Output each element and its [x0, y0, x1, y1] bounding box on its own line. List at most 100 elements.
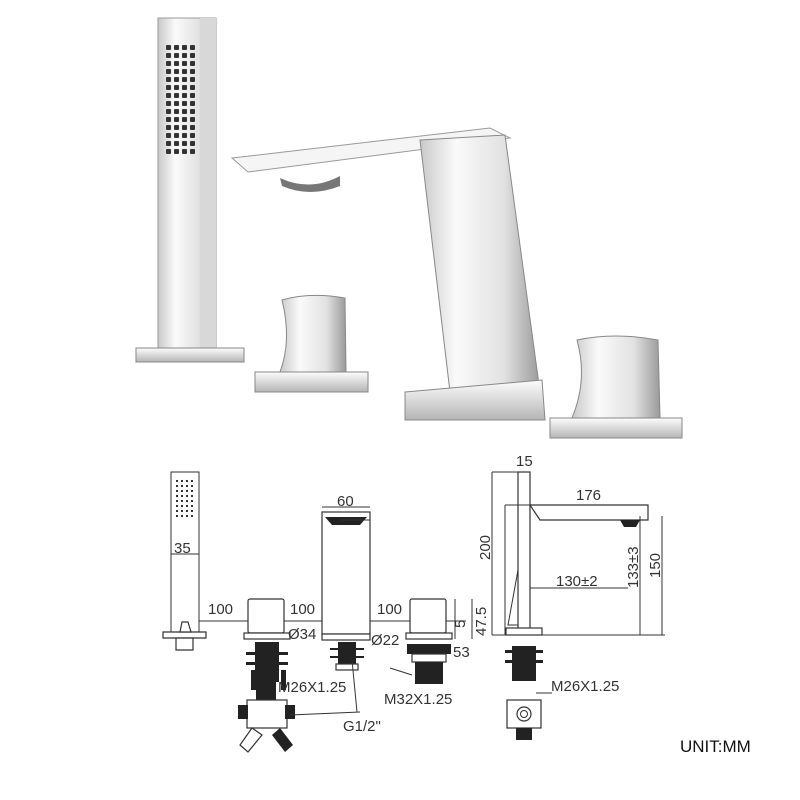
spray-hole	[166, 125, 171, 130]
hand-shower-photo	[135, 17, 245, 363]
spray-hole	[181, 505, 183, 507]
spray-hole	[186, 485, 188, 487]
spray-hole	[174, 77, 179, 82]
dim-inlet: G1/2"	[343, 718, 381, 735]
spray-hole	[191, 495, 193, 497]
spray-hole	[186, 500, 188, 502]
dim-spacing-3: 100	[377, 601, 402, 618]
spray-hole	[176, 480, 178, 482]
spray-hole	[174, 109, 179, 114]
spray-hole	[186, 495, 188, 497]
spray-hole	[174, 61, 179, 66]
spray-hole	[191, 515, 193, 517]
spray-hole	[190, 69, 195, 74]
spray-hole	[182, 45, 187, 50]
spray-hole	[191, 480, 193, 482]
spray-hole	[166, 61, 171, 66]
spray-hole	[174, 53, 179, 58]
dim-side-top: 15	[516, 453, 533, 470]
spray-hole	[191, 490, 193, 492]
spray-hole	[186, 490, 188, 492]
spray-hole	[166, 101, 171, 106]
dim-total-height: 200	[477, 535, 494, 560]
left-handle-photo	[254, 294, 369, 393]
spray-hole	[166, 45, 171, 50]
spray-hole	[190, 45, 195, 50]
dim-thread-spout: M32X1.25	[384, 691, 452, 708]
spray-hole	[182, 77, 187, 82]
spray-hole	[182, 101, 187, 106]
dim-spacing-2: 100	[290, 601, 315, 618]
spray-hole	[174, 117, 179, 122]
spray-hole	[190, 109, 195, 114]
spray-hole	[182, 125, 187, 130]
spray-hole	[174, 141, 179, 146]
spray-hole	[174, 149, 179, 154]
spray-hole	[186, 505, 188, 507]
spray-hole	[166, 93, 171, 98]
dim-handle-plate: 5	[452, 620, 469, 628]
spray-hole	[166, 53, 171, 58]
spray-hole	[174, 133, 179, 138]
spray-hole	[174, 45, 179, 50]
spray-hole	[182, 53, 187, 58]
spray-hole	[186, 480, 188, 482]
spray-hole	[176, 515, 178, 517]
spray-hole	[191, 500, 193, 502]
spray-hole	[191, 505, 193, 507]
spray-hole	[174, 85, 179, 90]
spray-hole	[190, 141, 195, 146]
dim-thread-handle: M26X1.25	[278, 679, 346, 696]
spray-hole	[176, 500, 178, 502]
spray-hole	[181, 510, 183, 512]
spray-hole	[190, 133, 195, 138]
spray-hole	[190, 101, 195, 106]
dim-handshower-width: 35	[174, 540, 191, 557]
spray-hole	[166, 117, 171, 122]
spray-hole	[182, 85, 187, 90]
spray-hole	[181, 495, 183, 497]
spray-hole	[176, 495, 178, 497]
spray-hole	[182, 93, 187, 98]
dim-spout-width: 60	[337, 493, 354, 510]
dim-spout-reach: 176	[576, 487, 601, 504]
dim-outlet-height: 133±3	[625, 546, 642, 588]
spray-hole	[181, 500, 183, 502]
spray-hole	[166, 69, 171, 74]
spray-hole	[182, 149, 187, 154]
spray-hole	[174, 69, 179, 74]
spray-hole	[166, 77, 171, 82]
spray-hole	[176, 490, 178, 492]
spray-hole	[176, 505, 178, 507]
spray-hole	[166, 133, 171, 138]
spray-hole	[181, 485, 183, 487]
spray-hole	[181, 515, 183, 517]
dim-handle-depth: 53	[453, 644, 470, 661]
spray-hole	[166, 141, 171, 146]
spray-hole	[186, 515, 188, 517]
spray-hole	[182, 117, 187, 122]
spray-hole	[190, 85, 195, 90]
dim-body-height: 150	[647, 553, 664, 578]
dim-handle-height: 47.5	[473, 607, 490, 636]
dim-spout-base-diameter: Ø22	[371, 632, 399, 649]
dim-handle-diameter: Ø34	[288, 626, 316, 643]
dim-spout-projection: 130±2	[556, 573, 598, 590]
spray-hole	[190, 125, 195, 130]
dim-thread-side: M26X1.25	[551, 678, 619, 695]
spray-hole	[182, 109, 187, 114]
dim-spacing-1: 100	[208, 601, 233, 618]
spray-hole	[182, 141, 187, 146]
spray-hole	[190, 61, 195, 66]
spray-hole	[182, 61, 187, 66]
spray-hole	[190, 149, 195, 154]
spout-photo	[230, 127, 546, 421]
spray-hole	[166, 85, 171, 90]
spray-hole	[191, 485, 193, 487]
spray-hole	[190, 77, 195, 82]
right-handle-photo	[549, 335, 683, 439]
spray-hole	[182, 69, 187, 74]
unit-label: UNIT:MM	[680, 737, 751, 756]
spray-hole	[174, 93, 179, 98]
